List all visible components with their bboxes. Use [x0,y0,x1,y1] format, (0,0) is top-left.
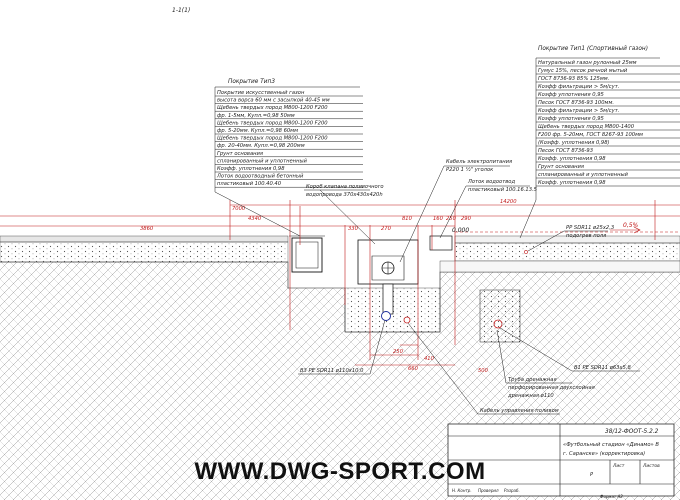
pipe-center-circle [403,316,411,324]
title-format: Формат А2 [600,494,623,499]
type1-line-0: Натуральный газон рулонный 25мм [538,60,637,66]
type1-line-9: F200 фр. 5-20мм, ГОСТ 8267-93 100мм [538,132,643,138]
level-mark: 0.000 [452,227,469,234]
callout-valve-box-spec: водопровода 370х430х420h [306,192,383,198]
dim-b660: 660 [408,366,419,372]
type3-line-10: Коэфф. уплотнения 0,98 [217,166,285,172]
callout-pipe-top-sub: подогрев поля [566,233,606,239]
callout-cable-label: Кабель электропитания [446,159,512,165]
callout-valve-box-label: Короб клапана поливочного [306,184,384,190]
dim-7000: 7000 [232,206,246,212]
pipe-left-circle [381,311,391,321]
layer-sand-right [454,242,680,262]
callout-pipe-top-label: PP SDR11 ø25х2,3 [566,225,614,231]
type1-line-2: ГОСТ 8736-93 85% 125мм. [538,76,609,82]
type3-line-7: фр. 20-40мм. Купл.=0,98 200мм [217,143,305,149]
type3-line-3: фр. 1-5мм, Купл.=0,98 50мм [217,113,295,119]
callout-drain-sub1: перфорированная двухслойная [508,385,595,391]
heating-pipe [524,250,528,254]
callout-irrigation-cable: Кабель управления поливом [407,322,560,415]
callout-cable-spec: Р220 1 ½" уголок [446,166,494,173]
callout-pipe-left: В3 PE SDR11 ø110х10,0 [298,319,386,375]
type1-line-14: спланированный и уплотненный [538,172,629,178]
layer-block-type3: Покрытие Тип3 Покрытие искусственный газ… [214,79,363,237]
dim-270: 270 [381,226,392,232]
callout-cable: Кабель электропитания Р220 1 ½" уголок [399,159,512,263]
callout-pipe-right-label: В1 PE SDR11 ø63х5,8 [574,365,631,371]
title-sheets: Листов [642,463,660,469]
riser-pipe [382,283,394,315]
title-block: 38/12-ФООТ-5.2.2 «Футбольный стадион «Ди… [447,423,675,499]
callout-drain: Труба дренажная перфорированная двухслой… [496,329,595,399]
type1-line-5: Песок ГОСТ 8736-93 100мм. [538,100,614,106]
type1-line-12: Коэфф. уплотнения 0,98 [538,156,606,162]
type1-line-15: Коэфф. уплотнения 0,98 [538,180,606,186]
dim-14200: 14200 [500,199,517,205]
dim-250: 250 [446,216,457,222]
title-stage: Р [590,472,593,478]
callout-pipe-top: PP SDR11 ø25х2,3 подогрев поля [527,225,614,252]
title-code: 38/12-ФООТ-5.2.2 [605,429,659,435]
type3-line-2: Щебень твердых пород М800-1200 F200 [217,105,328,111]
type3-title: Покрытие Тип3 [228,79,275,85]
type3-line-5: фр. 5-20мм. Купл.=0,98 60мм [217,128,298,134]
row-label-0: Н. Контр. [452,488,472,493]
type1-line-11: Песок ГОСТ 8736-93 [538,148,593,154]
type3-line-6: Щебень твердых пород М800-1200 F200 [217,136,328,142]
callout-channel-spec: пластиковый 100.16.13.5 [468,187,538,193]
dim-3860: 3860 [140,226,154,232]
layer-block-type1: Покрытие Тип1 (Спортивный газон) Натурал… [519,46,680,239]
drain-trench [479,289,521,343]
type1-title: Покрытие Тип1 (Спортивный газон) [538,46,648,52]
callout-pipe-right: В1 PE SDR11 ø63х5,8 [499,327,640,372]
sheet-label: 1-1(1) [172,7,190,14]
callout-channel-label: Лоток водоотвод [467,179,515,185]
type1-line-13: Грунт основания [538,164,584,170]
dim-b410: 410 [424,356,435,362]
dim-160: 160 [433,216,444,222]
watermark: WWW.DWG-SPORT.COM [194,458,486,485]
type1-line-6: Коэфф фильтрации > 5м/сут. [538,108,619,114]
dim-290: 290 [461,216,472,222]
type1-line-4: Коэфф уплотнения 0,95 [538,92,605,98]
layer-gravel-left [0,241,289,263]
type1-line-3: Коэфф фильтрации > 5м/сут. [538,84,619,90]
type3-line-9: спланированный и уплотненный [217,158,308,164]
type3-line-4: Щебень твердых пород М800-1200 F200 [217,120,328,126]
right-channel [429,235,453,251]
callout-valve-box: Короб клапана поливочного водопровода 37… [304,184,384,245]
type3-line-1: высота ворса 60 мм с засыпкой 40-45 мм [217,98,330,104]
dim-b250: 250 [393,349,404,355]
dim-330: 330 [348,226,359,232]
slope-mark: 0,5% [623,222,639,229]
dim-810: 810 [402,216,413,222]
title-sheet: Лист [612,463,625,469]
title-project-1: «Футбольный стадион «Динамо» В [563,442,659,448]
type3-line-0: Покрытие искусственный газон [217,90,305,96]
type1-line-7: Коэфф уплотнения 0,95 [538,116,605,122]
dim-b500: 500 [478,368,489,374]
type3-line-12: пластиковый 100.40.40 [217,181,282,187]
row-label-2: Разраб. [504,488,520,493]
layer-base-right [439,260,680,273]
title-project-2: г. Саранске» (корректировка) [563,451,645,457]
drainage-channel [291,237,323,273]
type1-line-10: (Коэфф. уплотнения 0,98) [538,140,610,146]
type1-line-1: Гумус 15%, песок речной мытый [538,68,628,74]
type3-line-11: Лоток водоотводный бетонный [216,174,304,180]
callout-drain-sub2: дренажная ø110 [507,393,554,399]
type1-line-8: Щебень твердых пород М800-1400 [538,124,635,130]
type3-line-8: Грунт основания [217,151,263,157]
row-label-1: Проверил [478,488,499,493]
callout-channel: Лоток водоотвод пластиковый 100.16.13.5 [439,179,538,239]
callout-pipe-left-label: В3 PE SDR11 ø110х10,0 [300,368,364,374]
layer-turf-left [0,235,289,243]
dim-4340: 4340 [248,216,262,222]
callout-drain-label: Труба дренажная [508,377,557,383]
callout-irrigation-cable-label: Кабель управления поливом [480,408,559,414]
